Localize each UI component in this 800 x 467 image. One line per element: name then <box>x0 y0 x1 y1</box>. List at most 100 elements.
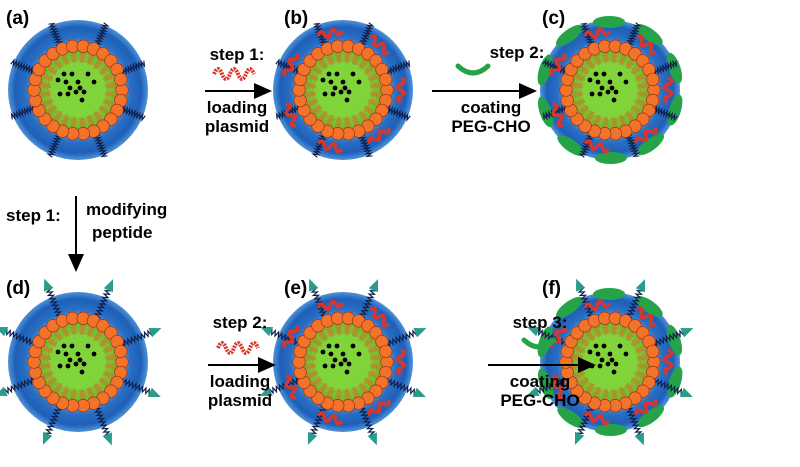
drug-dot <box>342 85 348 91</box>
plasmid <box>636 306 657 328</box>
drug-dot <box>338 361 344 367</box>
step-label: step 3: <box>513 313 568 332</box>
lipid-tail <box>367 344 379 355</box>
lipid-tail <box>609 51 620 64</box>
drug-dot <box>595 79 601 85</box>
lipid-tail <box>39 352 52 363</box>
lipid-tail <box>635 97 647 109</box>
peg-coating <box>635 295 663 317</box>
lipid-tail <box>350 325 362 337</box>
core <box>299 318 387 406</box>
peg-coating <box>594 151 627 164</box>
drug-dot <box>77 85 83 91</box>
drug-dot <box>65 91 71 97</box>
lipid-tail <box>304 89 317 100</box>
lipid-tail <box>578 336 590 347</box>
lipid-tail <box>60 54 71 66</box>
lipid-tail <box>311 336 323 347</box>
lipid-tail <box>333 323 344 336</box>
lipid-tail <box>617 325 629 337</box>
drug-dot <box>595 351 601 357</box>
drug-dot <box>63 79 69 85</box>
panel-label-e: (e) <box>284 278 307 299</box>
lipid-tail <box>369 80 382 91</box>
step-label: step 2: <box>213 313 268 332</box>
plasmid-icon <box>212 67 256 81</box>
lipid-tail <box>324 387 336 399</box>
lipid-tail <box>600 51 611 64</box>
lipid-tail <box>68 116 79 129</box>
panel-label-a: (a) <box>6 8 29 29</box>
lipid-tail <box>42 97 54 108</box>
drug-dot <box>593 343 599 349</box>
drug-dot <box>57 91 63 97</box>
drug-dot <box>67 357 73 363</box>
drug-dot <box>73 361 79 367</box>
peptide-icon <box>413 328 427 338</box>
drug-dot <box>593 71 599 77</box>
drug-dot <box>340 79 346 85</box>
peptide-icon <box>574 431 585 445</box>
lipid-tail <box>39 89 52 100</box>
peg-chain <box>3 375 39 395</box>
lipid-tail <box>103 369 115 381</box>
lipid-tail <box>92 110 104 122</box>
lipid-tail <box>342 116 353 129</box>
lipid-tail <box>85 325 97 337</box>
step-text-line1: loading <box>207 98 267 117</box>
lipid-tail <box>578 104 590 116</box>
lipid-head <box>114 344 128 359</box>
plasmid <box>316 139 344 154</box>
drug-dot <box>85 71 91 77</box>
peptide-icon <box>44 278 54 292</box>
panel-label-f: (f) <box>542 278 561 299</box>
drug-dot <box>326 71 332 77</box>
lipid-tail <box>68 51 79 64</box>
lipid-tail <box>98 64 110 76</box>
drug-dot <box>57 363 63 369</box>
drug-dot <box>613 361 619 367</box>
drug-dot <box>85 343 91 349</box>
lipid-tail <box>630 105 642 116</box>
core <box>566 46 654 134</box>
lipid-tail <box>307 369 319 380</box>
drug-dot <box>344 369 350 375</box>
lipid-tail <box>358 58 369 70</box>
lipid-tail <box>584 110 595 122</box>
lipid-tail <box>304 361 317 372</box>
drug-dot <box>617 343 623 349</box>
lipid-tail <box>333 388 344 401</box>
lipid-tail <box>317 382 328 394</box>
drug-dot <box>597 363 603 369</box>
peptide-icon <box>680 328 694 338</box>
lipid-tail <box>304 80 317 91</box>
lipid-tail <box>636 352 649 363</box>
lipid-tail <box>317 330 329 342</box>
core <box>299 46 387 134</box>
lipid-tail <box>103 97 115 109</box>
peptide-icon <box>576 278 586 292</box>
lipid-head <box>379 72 393 87</box>
lipid-tail <box>574 369 586 380</box>
drug-dot <box>320 349 326 355</box>
plasmid <box>636 34 657 56</box>
peg-chain <box>649 329 685 349</box>
lipid-tail <box>59 115 71 127</box>
plasmid <box>284 102 297 128</box>
lipid-tail <box>324 115 336 127</box>
plasmid-icon <box>216 341 260 355</box>
drug-dot <box>320 77 326 83</box>
drug-dot <box>322 363 328 369</box>
peg-coating <box>537 368 554 400</box>
drug-dot <box>77 357 83 363</box>
lipid-tail <box>591 387 603 399</box>
lipid-tail <box>591 115 603 127</box>
lipid-tail <box>85 114 96 126</box>
lipid-tail <box>574 97 586 108</box>
drug-dot <box>67 85 73 91</box>
lipid-tail <box>342 51 353 64</box>
lipid-tail <box>39 361 52 372</box>
peg-coating <box>557 407 585 429</box>
drug-dot <box>332 357 338 363</box>
lipid-tail <box>52 110 63 122</box>
